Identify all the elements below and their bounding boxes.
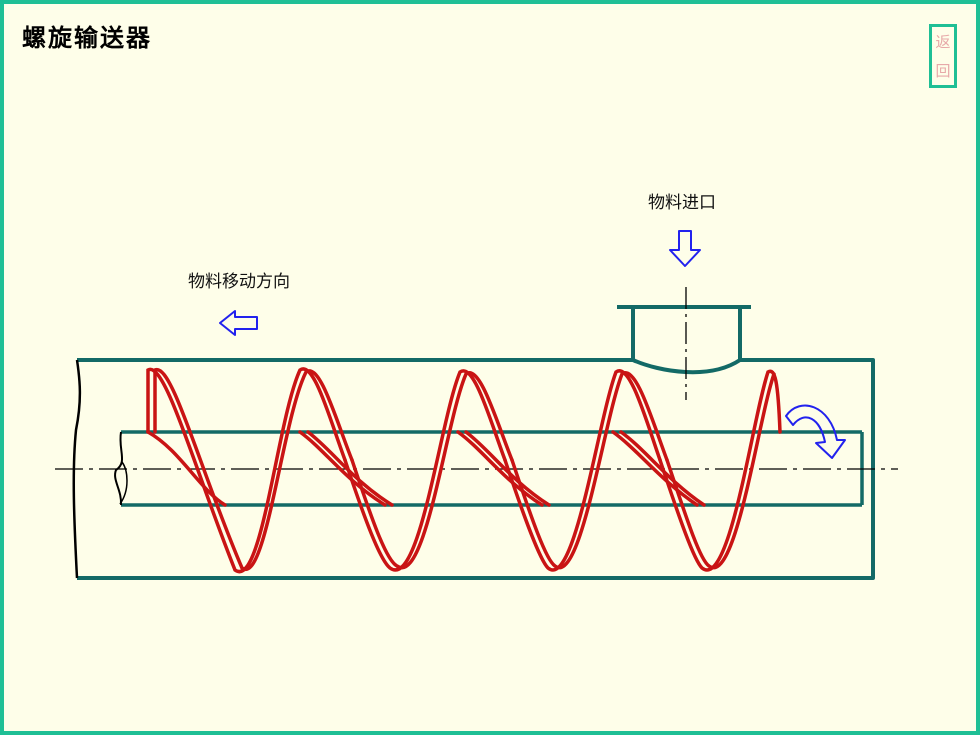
return-button-label-2: 回: [935, 61, 951, 80]
direction-label: 物料移动方向: [188, 272, 290, 292]
page-title: 螺旋输送器: [22, 24, 152, 52]
screw-flights: [146, 367, 782, 574]
direction-arrow-icon: [219, 310, 258, 336]
return-button-label-1: 返: [935, 32, 951, 51]
rotation-arrow-icon: [785, 404, 846, 459]
inlet-hopper: [617, 305, 751, 375]
return-button[interactable]: 返 回: [929, 24, 957, 88]
inlet-arrow-icon: [669, 230, 701, 267]
inlet-label: 物料进口: [648, 193, 716, 213]
